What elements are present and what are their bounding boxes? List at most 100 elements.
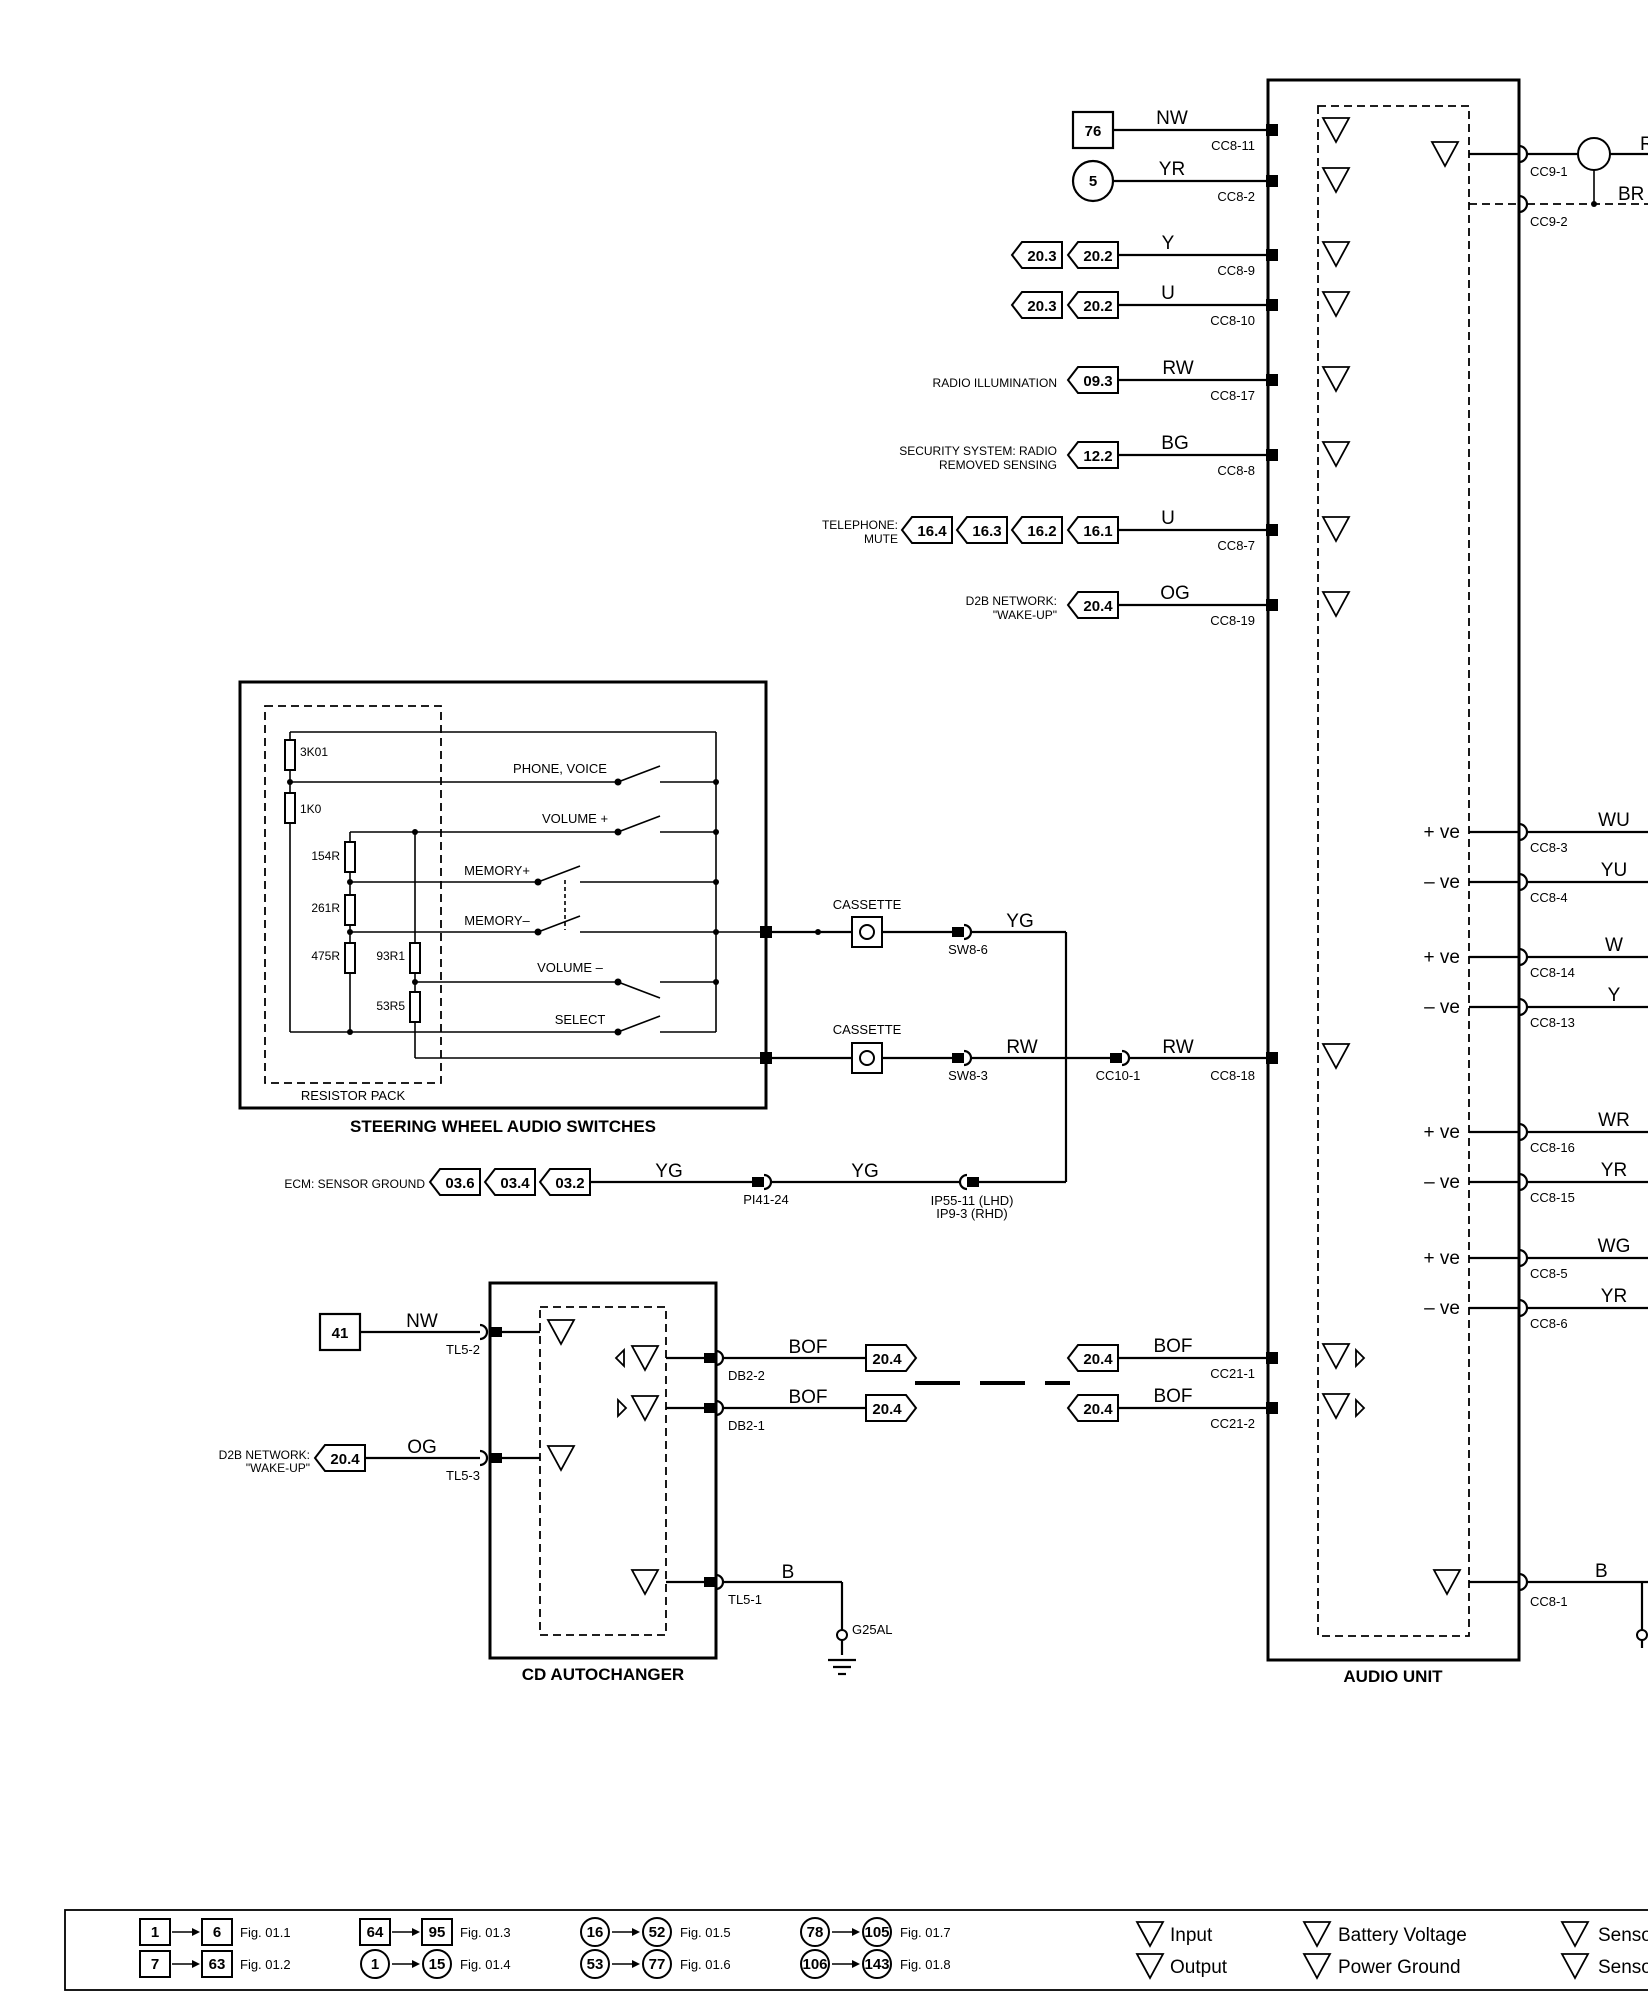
ref-16-2: 16.2: [1027, 523, 1056, 540]
switch-memory-plus: MEMORY+: [464, 863, 530, 878]
pin-tl5-3: TL5-3: [446, 1468, 480, 1483]
pin-tl5-2: TL5-2: [446, 1342, 480, 1357]
legend-to: 15: [429, 1956, 446, 1973]
resistor-pack-box: [264, 705, 442, 1084]
wire-u: U: [1161, 283, 1175, 304]
label-telephone-2: MUTE: [864, 532, 898, 546]
pin-cc8-19: CC8-19: [1210, 613, 1255, 628]
legend-fig: Fig. 01.6: [680, 1957, 731, 1972]
ref-76: 76: [1085, 123, 1102, 140]
legend-from: 7: [151, 1956, 159, 1973]
wire-bof-cc212: BOF: [1153, 1386, 1192, 1407]
resistor-93r1: 93R1: [376, 949, 405, 963]
switch-phone-voice: PHONE, VOICE: [513, 761, 607, 776]
label-security-2: REMOVED SENSING: [939, 458, 1057, 472]
legend-from: 1: [371, 1956, 379, 1973]
legend-to: 105: [864, 1924, 889, 1941]
speaker-wire: YR: [1601, 1286, 1627, 1307]
speaker-wire: YR: [1601, 1160, 1627, 1181]
speaker-pin: CC8-13: [1530, 1015, 1575, 1030]
ref-09-3: 09.3: [1083, 373, 1112, 390]
wire-y: Y: [1162, 233, 1175, 254]
speaker-wire: WG: [1598, 1236, 1631, 1257]
ref-16-3: 16.3: [972, 523, 1001, 540]
wire-yg-ip: YG: [851, 1161, 878, 1182]
label-radio-illumination: RADIO ILLUMINATION: [933, 376, 1057, 390]
pin-cc8-10: CC8-10: [1210, 313, 1255, 328]
audio-ground: B CC8-1: [1469, 1561, 1648, 1648]
label-ecm: ECM: SENSOR GROUND: [284, 1177, 425, 1191]
wire-b-cd: B: [782, 1562, 795, 1583]
ref-20-4-cc212: 20.4: [1083, 1401, 1113, 1418]
label-d2b-cd-2: "WAKE-UP": [246, 1461, 310, 1475]
wire-bg: BG: [1161, 433, 1188, 454]
switch-volume-plus: VOLUME +: [542, 811, 608, 826]
pin-cc8-2: CC8-2: [1217, 189, 1255, 204]
legend-from: 78: [807, 1924, 824, 1941]
wire-yr: YR: [1159, 159, 1185, 180]
ref-20-4-db21: 20.4: [872, 1401, 902, 1418]
label-security-1: SECURITY SYSTEM: RADIO: [899, 444, 1057, 458]
resistor-pack-label: RESISTOR PACK: [301, 1088, 406, 1103]
sensor-minus-icon: [1560, 1953, 1590, 1980]
speaker-sign: – ve: [1424, 1298, 1460, 1319]
legend-to: 77: [649, 1956, 666, 1973]
ref-20-4a: 20.4: [1083, 598, 1113, 615]
pin-cc21-1: CC21-1: [1210, 1366, 1255, 1381]
wire-b-audio: B: [1595, 1561, 1608, 1582]
ref-03-2: 03.2: [555, 1175, 584, 1192]
speaker-sign: + ve: [1424, 947, 1460, 968]
legend-from: 53: [587, 1956, 604, 1973]
ref-5: 5: [1089, 173, 1097, 190]
resistor-3k01: 3K01: [300, 745, 328, 759]
cd-inner: [539, 1306, 667, 1636]
resistor-53r5: 53R5: [376, 999, 405, 1013]
pin-cc21-2: CC21-2: [1210, 1416, 1255, 1431]
speaker-pin: CC8-5: [1530, 1266, 1568, 1281]
ref-16-4: 16.4: [917, 523, 947, 540]
legend-fig: Fig. 01.5: [680, 1925, 731, 1940]
output-icon: [1135, 1953, 1165, 1980]
legend-from: 106: [802, 1956, 827, 1973]
legend-sensor-2: Senso: [1598, 1957, 1648, 1978]
legend-item: 78 105 Fig. 01.7: [800, 1917, 951, 1947]
audio-unit-label: AUDIO UNIT: [1343, 1667, 1443, 1686]
legend-box: [64, 1909, 1648, 1991]
pin-cc8-7: CC8-7: [1217, 538, 1255, 553]
cd-box: [488, 1281, 718, 1660]
wire-u2: U: [1161, 508, 1175, 529]
pin-cc8-1: CC8-1: [1530, 1594, 1568, 1609]
ref-12-2: 12.2: [1083, 448, 1112, 465]
legend-fig: Fig. 01.7: [900, 1925, 951, 1940]
wire-nw-cd: NW: [406, 1311, 438, 1332]
legend-to: 63: [209, 1956, 226, 1973]
speaker-sign: + ve: [1424, 1248, 1460, 1269]
label-d2b-2: "WAKE-UP": [993, 608, 1057, 622]
speaker-pin: CC8-3: [1530, 840, 1568, 855]
speaker-wire: W: [1605, 935, 1623, 956]
speaker-sign: + ve: [1424, 822, 1460, 843]
ref-20-3: 20.3: [1027, 248, 1056, 265]
power-ground-icon: [1302, 1953, 1332, 1980]
resistor-network: 3K01 1K0 PHONE, VOICE VOLUME + 154R 261R…: [284, 731, 766, 1059]
wire-yg-pi: YG: [655, 1161, 682, 1182]
legend-output: Output: [1170, 1957, 1228, 1978]
resistor-154r: 154R: [311, 849, 340, 863]
audio-unit-pin-symbols: [1321, 117, 1462, 1596]
pin-cc8-18: CC8-18: [1210, 1068, 1255, 1083]
pin-sw8-3: SW8-3: [948, 1068, 988, 1083]
speaker-pin: CC8-4: [1530, 890, 1568, 905]
switches-label: STEERING WHEEL AUDIO SWITCHES: [350, 1117, 656, 1136]
pin-db2-2: DB2-2: [728, 1368, 765, 1383]
legend-from: 16: [587, 1924, 604, 1941]
speaker-wire: WU: [1598, 810, 1630, 831]
speaker-wire: Y: [1608, 985, 1621, 1006]
legend-from: 1: [151, 1924, 159, 1941]
resistor-1k0: 1K0: [300, 802, 322, 816]
wire-og: OG: [1160, 583, 1190, 604]
switches-box: [238, 680, 768, 1110]
